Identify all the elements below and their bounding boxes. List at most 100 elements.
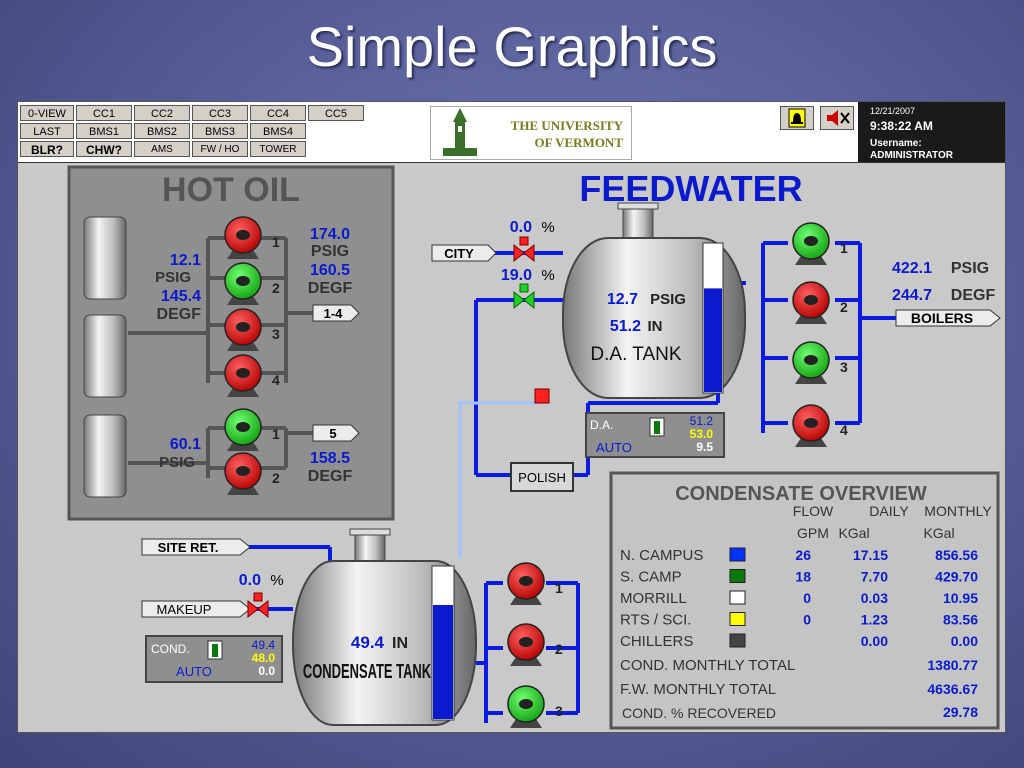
nav-cc2[interactable]: CC2 xyxy=(134,105,190,121)
hot-oil-pump-a1[interactable]: 1 xyxy=(224,216,280,259)
fw-out-psig: 422.1 xyxy=(892,260,932,277)
overview-col-monthly: MONTHLY xyxy=(924,503,992,519)
overview-row-name: N. CAMPUS xyxy=(620,547,703,564)
cond-pump-3-label: 3 xyxy=(555,703,563,719)
hot-oil-b-tag[interactable] xyxy=(312,424,360,442)
hot-oil-pump-a2-label: 2 xyxy=(272,280,280,296)
hot-oil-a-out-degf: 160.5 xyxy=(310,262,350,279)
makeup-label: MAKEUP xyxy=(157,602,212,617)
overview-row-gpm: 18 xyxy=(795,569,811,585)
nav-cc5[interactable]: CC5 xyxy=(308,105,364,121)
overview-unit-monthly: KGal xyxy=(923,525,954,541)
hot-oil-a-psig-unit: PSIG xyxy=(155,269,191,286)
fw-out-psig-unit: PSIG xyxy=(951,260,989,277)
hot-oil-pump-a3-label: 3 xyxy=(272,326,280,342)
overview-row-monthly: 0.00 xyxy=(951,633,978,649)
hot-oil-a-out-psig-unit: PSIG xyxy=(311,243,349,260)
nav-chw[interactable]: CHW? xyxy=(76,141,132,157)
overview-row-gpm: 0 xyxy=(803,612,811,628)
nav-bms1[interactable]: BMS1 xyxy=(76,123,132,139)
condensate-level-fill xyxy=(433,605,453,719)
overview-col-flow: FLOW xyxy=(793,503,834,519)
hot-oil-a-out-degf-unit: DEGF xyxy=(308,280,353,297)
hot-oil-pump-b1[interactable]: 1 xyxy=(224,408,280,451)
nav-bms2[interactable]: BMS2 xyxy=(134,123,190,139)
hot-oil-tank-1 xyxy=(83,216,127,300)
logo-tower-icon xyxy=(443,108,477,156)
hot-oil-tank-3 xyxy=(83,414,127,498)
fw-pump-3[interactable]: 3 xyxy=(792,341,848,384)
makeup-valve-2[interactable] xyxy=(513,283,535,310)
fw-pump-2[interactable]: 2 xyxy=(792,281,848,324)
fw-pump-2-label: 2 xyxy=(840,299,848,315)
overview-row-swatch xyxy=(729,633,746,648)
nav-bms3[interactable]: BMS3 xyxy=(192,123,248,139)
speaker-mute-icon[interactable] xyxy=(820,106,854,130)
nav-tower[interactable]: TOWER xyxy=(250,141,306,157)
fw-pump-4[interactable]: 4 xyxy=(792,404,848,447)
hot-oil-pump-a4[interactable]: 4 xyxy=(224,354,280,397)
overview-row-monthly: 10.95 xyxy=(943,590,978,606)
da-controller-label: D.A. xyxy=(590,418,613,432)
recovered-label: COND. % RECOVERED xyxy=(622,705,776,721)
hot-oil-a-tag[interactable] xyxy=(312,304,360,322)
overview-row-daily: 17.15 xyxy=(853,547,888,563)
overview-row-monthly: 429.70 xyxy=(935,569,978,585)
hot-oil-pump-a3[interactable]: 3 xyxy=(224,308,280,351)
makeup-valve[interactable] xyxy=(247,592,269,619)
hot-oil-pump-a1-label: 1 xyxy=(272,234,280,250)
hot-oil-b-degf: 158.5 xyxy=(310,450,350,467)
da-controller-sp: 53.0 xyxy=(690,427,714,441)
cond-pump-3[interactable]: 3 xyxy=(507,685,563,728)
da-tank-level-fill xyxy=(704,288,722,392)
hot-oil-a-out-psig: 174.0 xyxy=(310,226,350,243)
nav-0-view[interactable]: 0-VIEW xyxy=(20,105,74,121)
overview-row-daily: 1.23 xyxy=(861,612,888,628)
cond-total-value: 1380.77 xyxy=(927,657,978,673)
nav-cc4[interactable]: CC4 xyxy=(250,105,306,121)
bell-icon[interactable] xyxy=(780,106,814,130)
cond-pump-1[interactable]: 1 xyxy=(507,562,563,605)
nav-bar: 0-VIEW CC1 CC2 CC3 CC4 CC5 LAST BMS1 BMS… xyxy=(18,102,1005,163)
boilers-tag[interactable] xyxy=(895,309,1001,327)
overview-row-name: RTS / SCI. xyxy=(620,612,691,629)
site-ret-tag[interactable] xyxy=(141,538,251,556)
hot-oil-b-psig-unit: PSIG xyxy=(159,454,195,471)
hot-oil-pump-b2[interactable]: 2 xyxy=(224,452,280,495)
fw-total-value: 4636.67 xyxy=(927,681,978,697)
overview-row-monthly: 83.56 xyxy=(943,612,978,628)
condensate-level: 49.4 xyxy=(351,633,385,652)
header-time: 9:38:22 AM xyxy=(870,119,933,133)
cond-pump-2[interactable]: 2 xyxy=(507,623,563,666)
hot-oil-title: HOT OIL xyxy=(162,171,300,209)
fw-pump-3-label: 3 xyxy=(840,359,848,375)
hot-oil-pump-a2[interactable]: 2 xyxy=(224,262,280,305)
fw-pump-1[interactable]: 1 xyxy=(792,222,848,265)
nav-cc3[interactable]: CC3 xyxy=(192,105,248,121)
cond-controller-sp: 48.0 xyxy=(252,651,276,665)
overview-row-swatch xyxy=(729,590,746,605)
makeup-tag[interactable] xyxy=(141,600,251,618)
da-tank xyxy=(562,237,746,399)
valve2-pct: 19.0 xyxy=(501,267,532,284)
city-valve-pct: 0.0 xyxy=(510,219,532,236)
hot-oil-b-tag-label: 5 xyxy=(329,426,336,441)
header-date: 12/21/2007 xyxy=(870,106,916,116)
fw-pump-1-label: 1 xyxy=(840,240,848,256)
nav-fw-ho[interactable]: FW / HO xyxy=(192,141,248,157)
nav-last[interactable]: LAST xyxy=(20,123,74,139)
hot-oil-a-tag-label: 1-4 xyxy=(324,306,344,321)
nav-ams[interactable]: AMS xyxy=(134,141,190,157)
polish-box[interactable] xyxy=(510,462,574,492)
hot-oil-b-degf-unit: DEGF xyxy=(308,468,353,485)
overview-row-gpm: 26 xyxy=(795,547,811,563)
city-valve[interactable] xyxy=(513,236,535,263)
overview-row-daily: 0.00 xyxy=(861,633,888,649)
nav-blr[interactable]: BLR? xyxy=(20,141,74,157)
polish-label: POLISH xyxy=(518,470,566,485)
city-tag[interactable] xyxy=(431,244,497,262)
nav-bms4[interactable]: BMS4 xyxy=(250,123,306,139)
return-valve[interactable] xyxy=(534,388,550,404)
makeup-pct-unit: % xyxy=(270,572,283,589)
nav-cc1[interactable]: CC1 xyxy=(76,105,132,121)
